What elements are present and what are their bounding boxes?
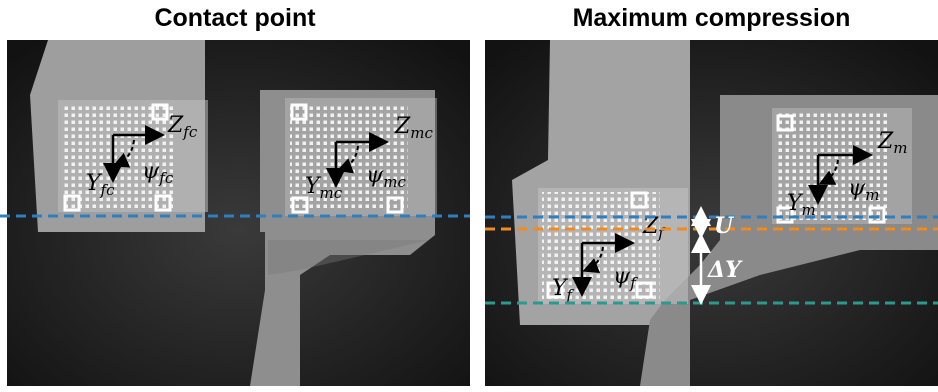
left-fixed-marker [58, 100, 208, 212]
left-moving-marker [285, 98, 437, 216]
right-fixed-y-label: Yf [552, 276, 575, 304]
right-moving-marker [772, 108, 912, 224]
left-panel-title: Contact point [154, 4, 316, 32]
left-moving-psi-label: ψmc [366, 163, 406, 191]
left-fixed-y-label: Yfc [86, 171, 115, 199]
right-fixed-psi-label: ψf [613, 264, 638, 292]
left-fixed-z-label: Zfc [167, 113, 198, 141]
right-moving-z-label: Zm [877, 129, 908, 157]
delta-y-label: ΔY [707, 257, 743, 283]
left-moving-axes [326, 132, 389, 188]
u-label: U [714, 213, 735, 239]
right-moving-psi-label: ψm [848, 176, 880, 204]
right-panel-title: Maximum compression [572, 4, 851, 32]
left-moving-y-label: Ymc [305, 174, 343, 202]
right-moving-axes [808, 145, 873, 205]
right-fixed-axes [572, 233, 635, 297]
left-fixed-axes [103, 125, 165, 183]
right-moving-y-label: Ym [787, 191, 816, 219]
left-fixed-psi-label: ψfc [142, 159, 174, 187]
right-fixed-z-label: Zf [642, 214, 666, 242]
right-fixed-marker [538, 188, 688, 304]
left-moving-z-label: Zmc [394, 114, 434, 142]
